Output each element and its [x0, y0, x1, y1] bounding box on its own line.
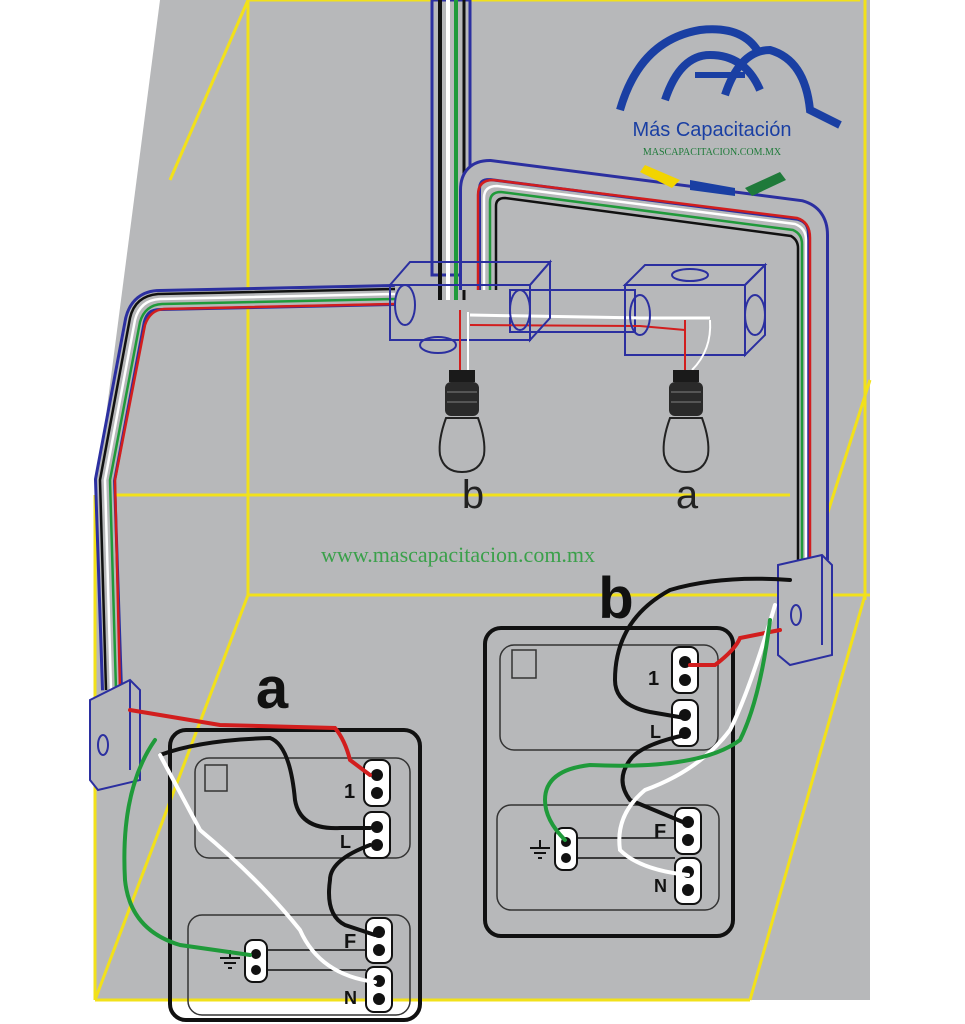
lamp-a-drop-white [691, 319, 712, 371]
switch-a-terminal-1: 1 [344, 781, 355, 803]
switch-a-wiring [122, 708, 377, 984]
switch-b-wiring [542, 576, 792, 877]
switch-a-terminal-l: L [340, 832, 351, 852]
watermark-url: www.mascapacitacion.com.mx [321, 542, 595, 567]
conduit-to-switch-b [459, 158, 829, 560]
switch-a-terminal-f: F [344, 931, 356, 953]
lamp-b [438, 370, 486, 474]
logo-name: Más Capacitación [633, 119, 792, 141]
switch-b-terminal-l: L [650, 722, 661, 742]
switch-b-terminal-n: N [654, 876, 667, 896]
brand-logo [616, 25, 842, 196]
logo-url: MASCAPACITACION.COM.MX [643, 147, 782, 158]
switch-b-label: b [598, 566, 633, 631]
conduit-to-switch-a [93, 284, 396, 691]
junction-box-b [387, 259, 553, 354]
switch-b-terminal-f: F [654, 821, 666, 843]
switch-a-plate [168, 728, 422, 1022]
lamp-a-label: a [676, 473, 699, 517]
switch-b-terminal-1: 1 [648, 668, 659, 690]
wall-box-a [89, 678, 141, 792]
switch-a-terminal-n: N [344, 988, 357, 1008]
switch-a-label: a [256, 656, 289, 721]
wall-box-b [777, 553, 833, 667]
lamp-b-label: b [462, 473, 484, 517]
lamp-a [662, 370, 710, 474]
junction-box-a [622, 262, 768, 358]
room-right-strip [940, 0, 965, 1024]
